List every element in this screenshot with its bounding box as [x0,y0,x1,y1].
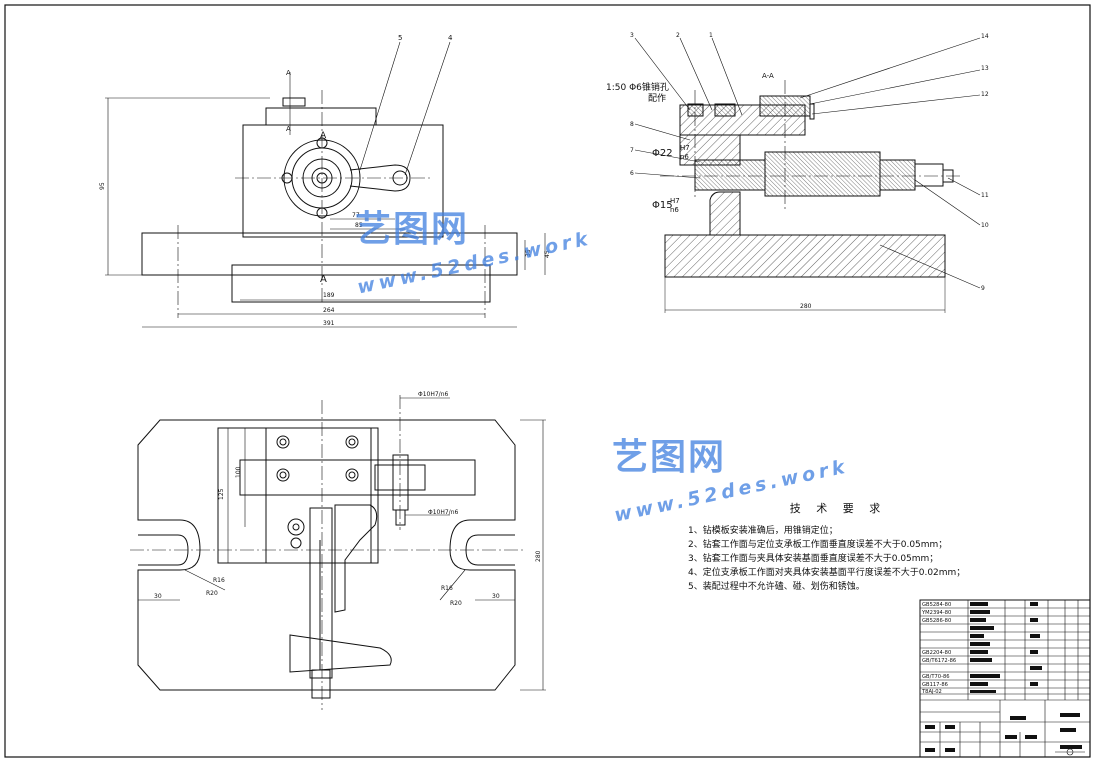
standard-code: GB/T6172-86 [922,658,956,664]
standard-code: T8AJ-02 [921,689,942,695]
dimension-text: 280 [800,303,812,310]
dimension-text: R20 [206,590,218,597]
sheet-border [4,4,1091,758]
standard-code: GB2204-80 [922,650,951,656]
title-block [919,599,1091,758]
dimension-text: 391 [323,320,335,327]
dimension-text: 85 [355,222,363,229]
dimension-text: 30 [154,593,162,600]
fit-annotation: Φ15 [652,200,673,211]
tech-req-item: 2、钻套工作面与定位支承板工作面垂直度误差不大于0.05mm； [688,540,948,550]
dimension-text: 77 [352,212,360,219]
part-balloon: 1 [709,32,713,39]
part-balloon: 11 [981,192,989,199]
part-balloon: 8 [630,121,634,128]
title-block-labels: GB5284-80 YM2394-80 GB5286-80 GB2204-80 … [921,602,956,695]
dimension-text: R20 [450,600,462,607]
dimension-text: 100 [235,466,242,478]
top-view [130,395,546,710]
fit-annotation: n6 [680,153,689,161]
standard-code: GB/T70-86 [922,674,950,680]
dimension-text: 30 [492,593,500,600]
section-view-labels: A-A 1:50 Φ6锥销孔 配作 3 2 1 8 7 6 14 13 12 1… [606,32,989,310]
technical-requirements: 技 术 要 求 1、钻模板安装准确后，用锥销定位； 2、钻套工作面与定位支承板工… [688,500,988,594]
dimension-text: 35 [525,249,532,257]
dimension-text: 95 [99,182,106,190]
section-mark: A [286,125,291,133]
part-balloon: 3 [630,32,634,39]
section-title: A-A [762,72,774,80]
section-note: 配作 [648,92,666,104]
standard-code: YM2394-80 [921,610,951,616]
dimension-text: 264 [323,307,335,314]
section-mark: A [320,274,327,285]
part-balloon: 14 [981,33,989,40]
dimension-text: 189 [323,292,335,299]
standard-code: GB5286-80 [922,618,951,624]
standard-code: GB5284-80 [922,602,951,608]
part-balloon: 6 [630,170,634,177]
watermark-brand: 艺图网 [355,209,470,250]
part-balloon: 5 [398,34,402,42]
part-balloon: 7 [630,147,634,154]
fit-annotation: n6 [670,206,679,214]
dimension-text: 125 [218,488,225,500]
watermark: 艺图网 www.52des.work [612,428,851,527]
front-view-labels: A A A A 5 4 77 95 85 35 45 189 264 391 [99,34,551,327]
fit-annotation: Φ10H7/n6 [428,509,459,516]
dimension-text: R16 [441,585,453,592]
tech-req-item: 4、定位支承板工作面对夹具体安装基面平行度误差不大于0.02mm； [688,568,966,578]
section-note: 1:50 Φ6锥销孔 [606,81,669,93]
standard-code: GB117-86 [922,682,948,688]
fit-annotation: H7 [680,144,690,152]
section-mark: A [320,131,327,141]
tech-req-item: 3、钻套工作面与夹具体安装基面垂直度误差不大于0.05mm； [688,554,939,564]
section-view [634,37,981,313]
tech-req-item: 1、钻模板安装准确后，用锥销定位； [688,526,838,536]
front-view [105,41,546,328]
part-balloon: 4 [448,34,453,42]
dimension-text: 45 [544,250,551,258]
dimension-text: 280 [535,550,542,562]
part-balloon: 13 [981,65,989,72]
tech-req-item: 5、装配过程中不允许磕、碰、划伤和锈蚀。 [688,582,865,592]
section-mark: A [286,69,291,77]
watermark: 艺图网 www.52des.work [355,200,594,299]
top-view-labels: Φ10H7/n6 Φ10H7/n6 125 100 R16 R20 30 R16… [154,391,542,607]
fit-annotation: Φ22 [652,148,673,159]
part-balloon: 9 [981,285,985,292]
part-balloon: 10 [981,222,989,229]
fit-annotation: Φ10H7/n6 [418,391,449,398]
watermark-brand: 艺图网 [612,437,727,478]
fit-annotation: H7 [670,197,680,205]
dimension-text: R16 [213,577,225,584]
part-balloon: 12 [981,91,989,98]
tech-req-title: 技 术 要 求 [789,502,887,515]
part-balloon: 2 [676,32,680,39]
